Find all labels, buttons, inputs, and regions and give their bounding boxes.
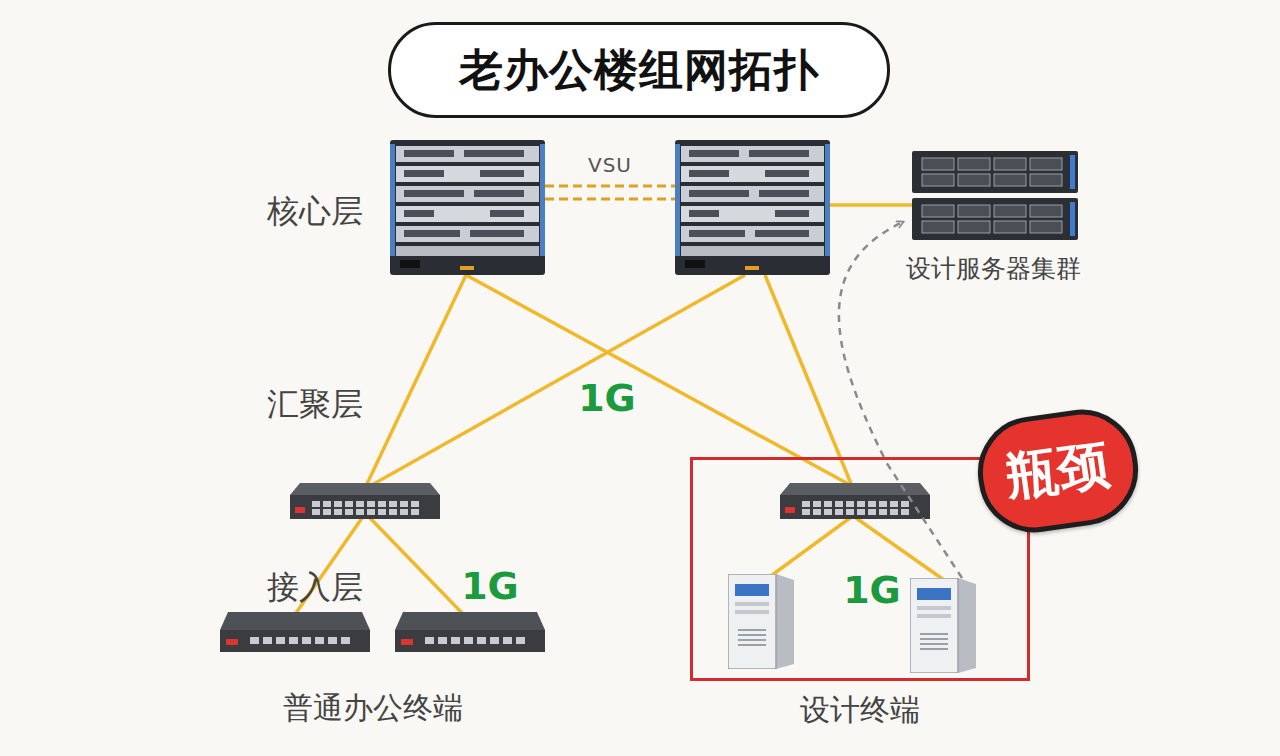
group-caption: 设计终端 [693,690,1027,731]
bandwidth-label: 1G [578,376,636,420]
cluster-caption: 设计服务器集群 [903,252,1083,285]
uplink-wire [366,275,466,486]
design-pc [910,578,976,673]
bandwidth-label: 1G [461,564,519,608]
bottleneck-badge: 瓶颈 [971,402,1146,539]
uplink-wire [370,275,745,486]
aggregation-switch [780,483,930,519]
bandwidth-label: 1G [843,568,901,612]
uplink-wire [466,275,852,486]
traffic-leader [884,459,962,578]
vsu-link [545,186,675,199]
vsu-wire [545,198,675,201]
core-switch [675,140,830,275]
tier-label: 汇聚层 [267,383,363,427]
design-pc [728,574,794,669]
access-switch [395,612,545,652]
terminal-wire [768,518,850,578]
server-wire [830,203,912,207]
server-unit [912,151,1078,193]
group-caption: 普通办公终端 [283,688,463,729]
badge-text: 瓶颈 [1002,429,1115,513]
traffic-arrow [839,222,903,457]
title-pill: 老办公楼组网拓扑 [388,22,890,118]
access-switch [220,612,370,652]
core-switch [390,140,545,275]
link-label: VSU [588,153,632,177]
tier-label: 核心层 [267,190,363,234]
vsu-wire [545,185,675,188]
title-text: 老办公楼组网拓扑 [459,41,819,100]
tier-label: 接入层 [267,566,363,610]
server-unit [912,198,1078,240]
server-cluster: 设计服务器集群 [903,145,1083,285]
access-wire [370,518,462,613]
aggregation-switch [290,483,440,519]
uplink-wire [765,275,852,486]
